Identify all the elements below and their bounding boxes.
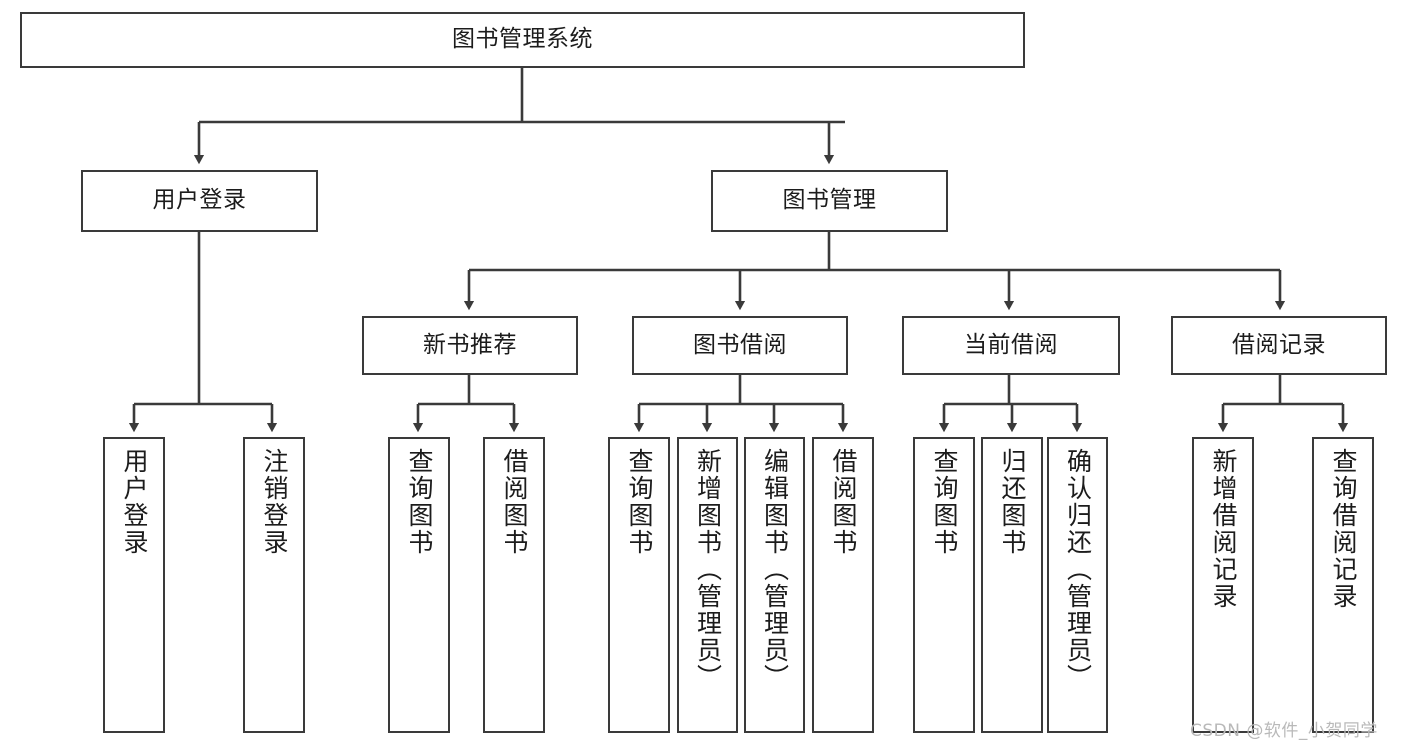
- leaf-node-8[interactable]: 查询图书: [913, 437, 975, 733]
- watermark-text: CSDN @软件_小贺同学: [1190, 721, 1378, 741]
- level2-node-label: 图书管理: [782, 187, 877, 214]
- leaf-node-label: 查询图书: [405, 448, 434, 556]
- level3-node-label: 新书推荐: [423, 331, 517, 358]
- leaf-node-9[interactable]: 归还图书: [981, 437, 1043, 733]
- leaf-node-label: 确认归还（管理员）: [1063, 448, 1093, 691]
- level2-node-1[interactable]: 图书管理: [711, 170, 948, 232]
- leaf-node-label: 归还图书: [998, 448, 1027, 556]
- leaf-node-3[interactable]: 借阅图书: [483, 437, 545, 733]
- leaf-node-4[interactable]: 查询图书: [608, 437, 670, 733]
- leaf-node-label: 新增借阅记录: [1209, 448, 1238, 610]
- level3-node-label: 图书借阅: [693, 331, 787, 358]
- level3-node-0[interactable]: 新书推荐: [362, 316, 578, 375]
- leaf-node-2[interactable]: 查询图书: [388, 437, 450, 733]
- leaf-node-label: 编辑图书（管理员）: [760, 448, 790, 691]
- root-node-label: 图书管理系统: [452, 26, 593, 53]
- level3-node-label: 借阅记录: [1232, 331, 1326, 358]
- leaf-node-5[interactable]: 新增图书（管理员）: [677, 437, 738, 733]
- leaf-node-label: 用户登录: [120, 448, 149, 556]
- level2-node-label: 用户登录: [152, 187, 247, 214]
- leaf-node-label: 注销登录: [260, 448, 289, 556]
- level3-node-1[interactable]: 图书借阅: [632, 316, 848, 375]
- leaf-node-label: 借阅图书: [829, 448, 858, 556]
- leaf-node-label: 查询借阅记录: [1329, 448, 1358, 610]
- level2-node-0[interactable]: 用户登录: [81, 170, 318, 232]
- leaf-node-7[interactable]: 借阅图书: [812, 437, 874, 733]
- leaf-node-10[interactable]: 确认归还（管理员）: [1047, 437, 1108, 733]
- leaf-node-6[interactable]: 编辑图书（管理员）: [744, 437, 805, 733]
- leaf-node-label: 借阅图书: [500, 448, 529, 556]
- leaf-node-label: 查询图书: [930, 448, 959, 556]
- leaf-node-0[interactable]: 用户登录: [103, 437, 165, 733]
- leaf-node-1[interactable]: 注销登录: [243, 437, 305, 733]
- leaf-node-11[interactable]: 新增借阅记录: [1192, 437, 1254, 733]
- root-node-book-management-system[interactable]: 图书管理系统: [20, 12, 1025, 68]
- level3-node-2[interactable]: 当前借阅: [902, 316, 1120, 375]
- level3-node-label: 当前借阅: [964, 331, 1058, 358]
- leaf-node-label: 新增图书（管理员）: [693, 448, 723, 691]
- leaf-node-12[interactable]: 查询借阅记录: [1312, 437, 1374, 733]
- level3-node-3[interactable]: 借阅记录: [1171, 316, 1387, 375]
- leaf-node-label: 查询图书: [625, 448, 654, 556]
